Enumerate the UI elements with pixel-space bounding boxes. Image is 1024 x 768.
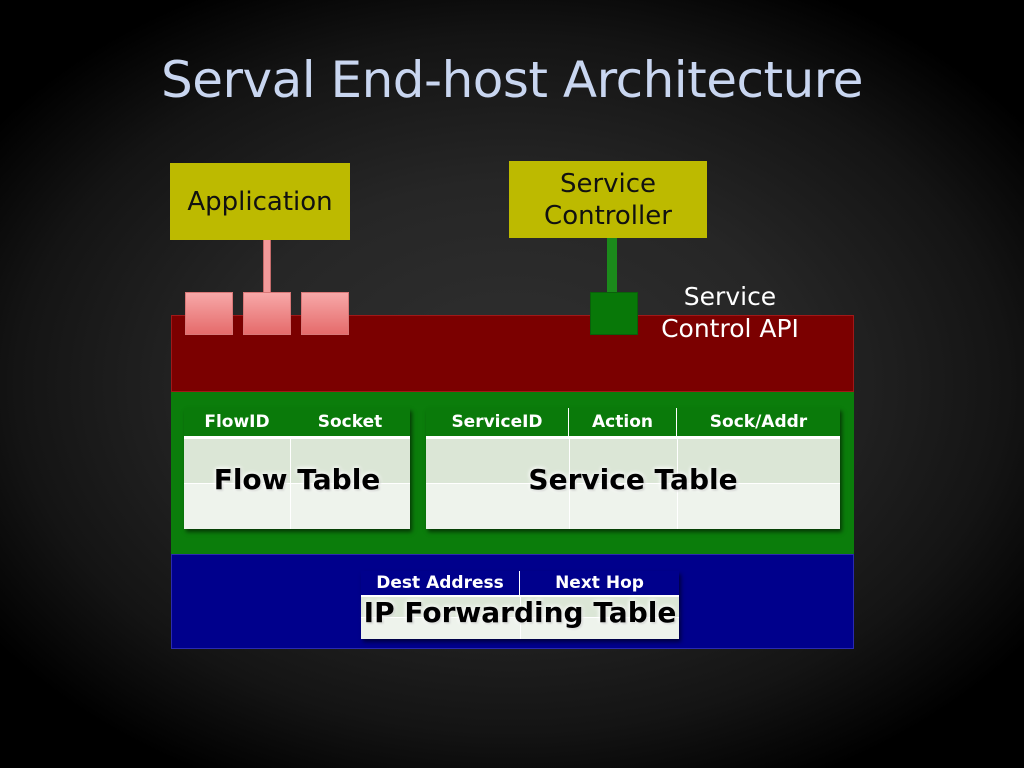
flow-table-header: FlowID Socket [184,408,410,439]
service-control-api-label: Service Control API [661,282,799,343]
service-controller-label: Service Controller [544,168,672,231]
flow-table: FlowID Socket Flow Table [184,408,410,529]
service-table-column-header: ServiceID [426,408,569,436]
flow-table-column-header: FlowID [204,412,270,432]
slide-title: Serval End-host Architecture [160,51,864,109]
ip-forwarding-table: Dest Address Next Hop IP Forwarding Tabl… [361,571,679,639]
socket-block [301,292,349,335]
socket-block [243,292,291,335]
application-box: Application [170,163,350,240]
flow-table-column-header: Socket [317,412,383,432]
ip-forwarding-table-title: IP Forwarding Table [363,596,677,629]
service-table-header: ServiceID Action Sock/Addr [426,408,840,439]
service-table-column-header: Sock/Addr [709,412,808,432]
service-table-column-header: Action [569,408,677,436]
service-control-port [590,292,638,335]
controller-connector [607,226,617,294]
service-controller-box: Service Controller [509,161,707,238]
ip-forwarding-table-column-header: Next Hop [555,573,644,593]
ip-forwarding-table-column-header: Dest Address [361,571,520,595]
socket-block [185,292,233,335]
service-table: ServiceID Action Sock/Addr Service Table [426,408,840,529]
application-label: Application [187,186,333,217]
flow-table-title: Flow Table [213,463,381,496]
service-table-title: Service Table [528,463,738,496]
ip-forwarding-table-header: Dest Address Next Hop [361,571,679,597]
